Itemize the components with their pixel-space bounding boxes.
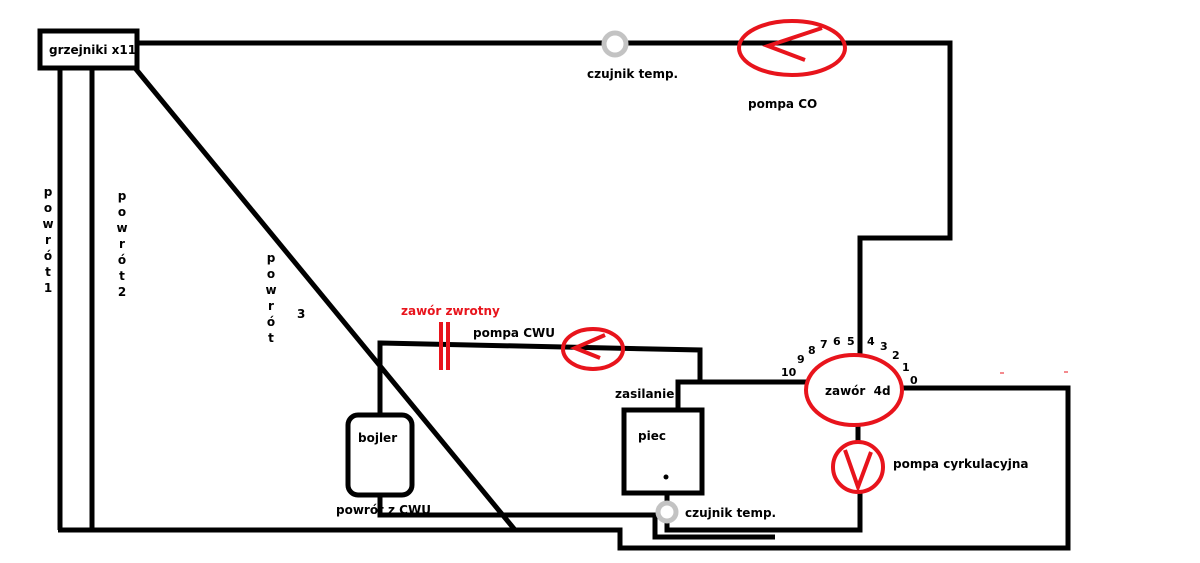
furnace-dot <box>663 474 669 480</box>
return-cwu-label: powrót z CWU <box>336 503 431 517</box>
pump-cwu-label: pompa CWU <box>473 326 555 340</box>
valve-scale-1: 1 <box>902 361 910 374</box>
furnace-label: piec <box>638 429 666 443</box>
supply-label: zasilanie <box>615 387 674 401</box>
circulation-pump-label: pompa cyrkulacyjna <box>893 457 1028 471</box>
valve-scale-6: 6 <box>833 335 841 348</box>
boiler-tank <box>345 412 415 498</box>
valve-scale-8: 8 <box>808 344 816 357</box>
valve-4d-label: zawór 4d <box>825 384 891 398</box>
temp-sensor-bottom-label: czujnik temp. <box>685 506 776 520</box>
pump-cwu-icon <box>561 327 625 371</box>
radiators-box <box>37 28 140 71</box>
circulation-pump-icon <box>831 440 885 494</box>
valve-scale-10: 10 <box>781 366 797 379</box>
radiators-label: grzejniki x11 <box>49 43 136 57</box>
cwu-loop-pipe <box>377 340 703 415</box>
cwu-return-pipe <box>377 495 775 540</box>
valve-scale-0: 0 <box>910 374 918 387</box>
temp-sensor-bottom-icon <box>655 500 679 524</box>
return-pipe-3 <box>133 66 517 532</box>
furnace-box <box>621 407 705 496</box>
valve-scale-3: 3 <box>880 340 888 353</box>
valve-scale-5: 5 <box>847 335 855 348</box>
valve-scale-7: 7 <box>820 338 828 351</box>
bottom-return-pipe <box>58 385 1071 551</box>
pipes <box>57 40 1071 551</box>
boiler-tank-label: bojler <box>358 431 397 445</box>
valve-scale-4: 4 <box>867 335 875 348</box>
pump-co-icon <box>737 19 847 77</box>
valve-scale-2: 2 <box>892 349 900 362</box>
check-valve-label: zawór zwrotny <box>401 304 500 318</box>
valve-scale: 0 1 2 3 4 5 6 7 8 9 10 <box>781 335 918 387</box>
furnace-supply-pipe <box>675 379 808 410</box>
check-valve-icon <box>439 322 450 370</box>
valve-scale-9: 9 <box>797 353 805 366</box>
supply-pipe-top <box>137 40 953 355</box>
return-3-number: 3 <box>297 307 305 321</box>
pump-co-label: pompa CO <box>748 97 817 111</box>
valve-4d-icon <box>804 353 904 427</box>
temp-sensor-top-label: czujnik temp. <box>587 67 678 81</box>
temp-sensor-top-icon <box>601 30 629 58</box>
